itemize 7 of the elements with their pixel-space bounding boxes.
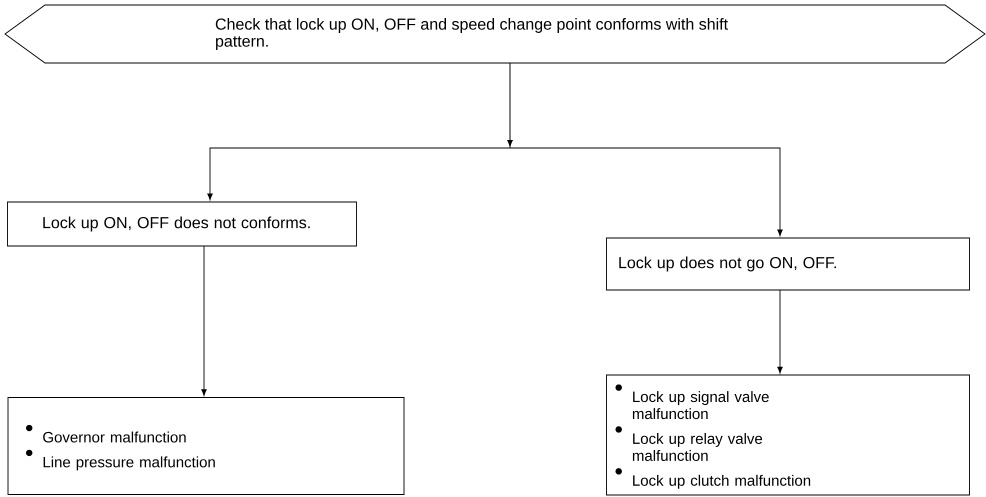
arrow [201, 246, 207, 396]
process-box: Lock up does not go ON, OFF. [606, 238, 970, 290]
list-box: Governor malfunction Line pressure malfunction [8, 397, 404, 495]
process-box: Lock up ON, OFF does not conforms. [7, 202, 357, 246]
list-box: Lock up signal valve malfunction Lock up relay valve malfunction Lock up clutch malfunction [606, 374, 970, 496]
arrow [507, 62, 783, 236]
arrow [777, 290, 783, 374]
